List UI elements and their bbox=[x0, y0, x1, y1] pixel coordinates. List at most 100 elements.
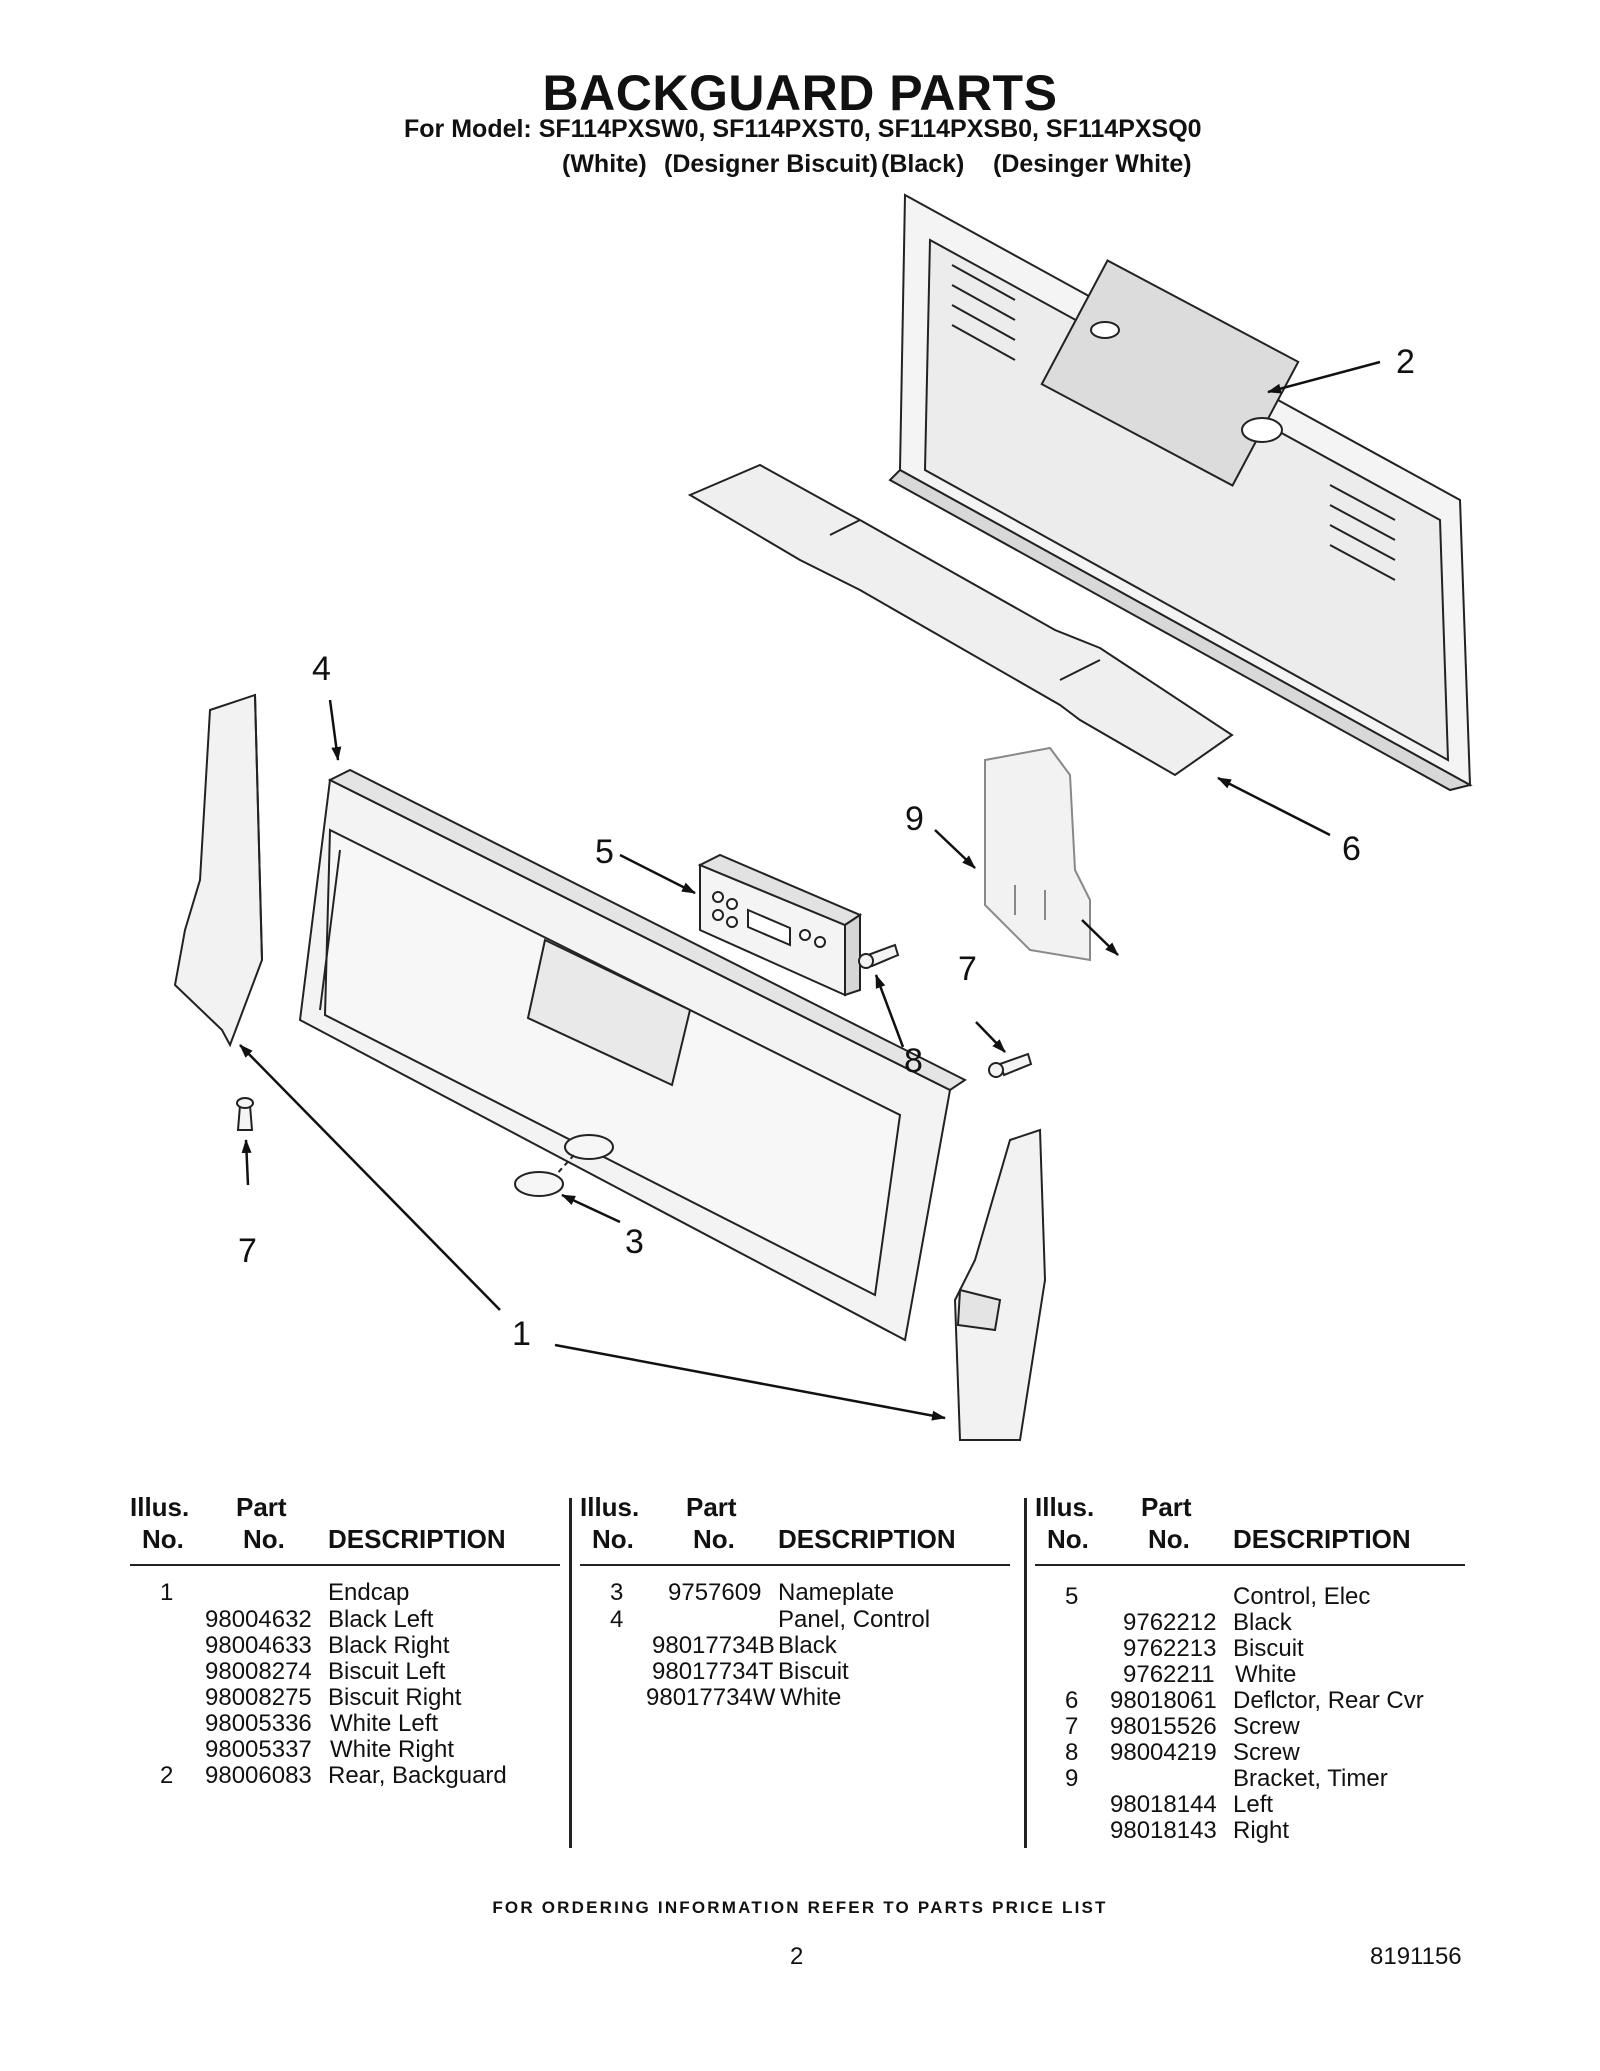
row-illus: 2 bbox=[160, 1762, 174, 1789]
row-illus: 8 bbox=[1065, 1739, 1079, 1766]
row-desc: Panel, Control bbox=[778, 1606, 931, 1633]
part-header-line2: No. bbox=[693, 1524, 735, 1554]
row-desc: Endcap bbox=[328, 1579, 410, 1606]
row-desc: White Left bbox=[330, 1710, 439, 1737]
part-header-line1: Part bbox=[236, 1492, 287, 1522]
callout-2: 2 bbox=[1396, 343, 1415, 381]
variant-desinger-white: (Desinger White) bbox=[993, 150, 1192, 178]
row-desc: Black bbox=[778, 1632, 837, 1659]
timer-bracket-part bbox=[984, 746, 1091, 962]
row-part: 9757609 bbox=[668, 1579, 762, 1606]
row-part: 9762211 bbox=[1123, 1661, 1215, 1688]
illus-header-line1: Illus. bbox=[130, 1492, 190, 1522]
row-part: 98005337 bbox=[205, 1736, 312, 1763]
row-desc: Biscuit Right bbox=[328, 1684, 462, 1711]
table-divider-1 bbox=[569, 1498, 572, 1848]
header-rule bbox=[580, 1564, 1010, 1566]
illus-header-line1: Illus. bbox=[1035, 1492, 1095, 1522]
illus-header-line2: No. bbox=[142, 1524, 184, 1554]
row-desc: Black bbox=[1233, 1609, 1292, 1636]
row-illus: 9 bbox=[1065, 1765, 1079, 1792]
row-illus: 7 bbox=[1065, 1713, 1079, 1740]
row-part: 98015526 bbox=[1110, 1713, 1217, 1740]
callout-1: 1 bbox=[512, 1315, 531, 1353]
callout-3: 3 bbox=[625, 1223, 644, 1261]
row-part: 98008275 bbox=[205, 1684, 312, 1711]
row-part: 98017734T bbox=[652, 1658, 774, 1685]
rear-cover-deflector-part bbox=[687, 463, 1234, 777]
document-number: 8191156 bbox=[1370, 1943, 1462, 1970]
row-part: 98004632 bbox=[205, 1606, 312, 1633]
row-desc: White Right bbox=[330, 1736, 455, 1763]
row-part: 98005336 bbox=[205, 1710, 312, 1737]
endcap-left-part bbox=[173, 693, 264, 1048]
header-rule bbox=[1035, 1564, 1465, 1566]
row-desc: Black Left bbox=[328, 1606, 434, 1633]
row-desc: Bracket, Timer bbox=[1233, 1765, 1388, 1792]
electronic-control-part bbox=[697, 853, 863, 997]
callout-7-right: 7 bbox=[958, 950, 977, 988]
row-part: 98017734W bbox=[646, 1684, 776, 1711]
row-desc: Nameplate bbox=[778, 1579, 895, 1606]
part-header-line2: No. bbox=[1148, 1524, 1190, 1554]
callout-7-left: 7 bbox=[238, 1232, 257, 1270]
row-illus: 1 bbox=[160, 1579, 174, 1606]
ordering-note: FOR ORDERING INFORMATION REFER TO PARTS … bbox=[492, 1898, 1108, 1917]
row-desc: Black Right bbox=[328, 1632, 450, 1659]
illus-header-line2: No. bbox=[592, 1524, 634, 1554]
model-line: For Model: SF114PXSW0, SF114PXST0, SF114… bbox=[404, 115, 1202, 143]
row-desc: Control, Elec bbox=[1233, 1583, 1371, 1610]
exploded-parts-diagram: 2 6 4 5 9 7 8 3 7 1 bbox=[173, 193, 1473, 1441]
description-header: DESCRIPTION bbox=[1233, 1524, 1411, 1554]
row-part: 9762212 bbox=[1123, 1609, 1217, 1636]
callout-8: 8 bbox=[904, 1042, 923, 1080]
row-desc: Biscuit bbox=[778, 1658, 849, 1685]
variant-white: (White) bbox=[562, 150, 647, 178]
row-desc: Screw bbox=[1233, 1739, 1300, 1766]
illus-header-line2: No. bbox=[1047, 1524, 1089, 1554]
description-header: DESCRIPTION bbox=[328, 1524, 506, 1554]
row-part: 98018144 bbox=[1110, 1791, 1217, 1818]
table-divider-2 bbox=[1024, 1498, 1027, 1848]
row-part: 98017734B bbox=[652, 1632, 775, 1659]
callout-4: 4 bbox=[312, 650, 331, 688]
row-part: 98006083 bbox=[205, 1762, 312, 1789]
page-number: 2 bbox=[790, 1943, 804, 1970]
row-part: 98008274 bbox=[205, 1658, 312, 1685]
rear-backguard-part bbox=[888, 193, 1473, 792]
leader-arrows bbox=[239, 360, 1381, 1421]
endcap-right-part bbox=[953, 1128, 1047, 1441]
screw-7-right-part bbox=[988, 1052, 1033, 1078]
callout-6: 6 bbox=[1342, 830, 1361, 868]
row-part: 98004633 bbox=[205, 1632, 312, 1659]
variant-black: (Black) bbox=[881, 150, 965, 178]
row-desc: Biscuit bbox=[1233, 1635, 1304, 1662]
page-title: BACKGUARD PARTS bbox=[542, 65, 1058, 121]
row-part: 9762213 bbox=[1123, 1635, 1217, 1662]
screw-7-left-part bbox=[236, 1097, 254, 1131]
row-illus: 5 bbox=[1065, 1583, 1079, 1610]
row-desc: Deflctor, Rear Cvr bbox=[1233, 1687, 1424, 1714]
nameplate-part bbox=[514, 1134, 614, 1197]
part-header-line1: Part bbox=[686, 1492, 737, 1522]
screw-8-part bbox=[858, 943, 900, 969]
row-desc: White bbox=[780, 1684, 842, 1711]
row-desc: Left bbox=[1233, 1791, 1274, 1818]
row-part: 98004219 bbox=[1110, 1739, 1217, 1766]
row-desc: Right bbox=[1233, 1817, 1290, 1844]
control-panel-part bbox=[298, 768, 967, 1342]
row-desc: White bbox=[1235, 1661, 1297, 1688]
part-header-line1: Part bbox=[1141, 1492, 1192, 1522]
row-part: 98018061 bbox=[1110, 1687, 1217, 1714]
description-header: DESCRIPTION bbox=[778, 1524, 956, 1554]
row-illus: 6 bbox=[1065, 1687, 1079, 1714]
row-illus: 4 bbox=[610, 1606, 624, 1633]
row-desc: Screw bbox=[1233, 1713, 1300, 1740]
callout-9: 9 bbox=[905, 800, 924, 838]
row-part: 98018143 bbox=[1110, 1817, 1217, 1844]
row-desc: Biscuit Left bbox=[328, 1658, 446, 1685]
variant-designer-biscuit: (Designer Biscuit) bbox=[664, 150, 878, 178]
row-desc: Rear, Backguard bbox=[328, 1762, 507, 1789]
illus-header-line1: Illus. bbox=[580, 1492, 640, 1522]
header-rule bbox=[130, 1564, 560, 1566]
